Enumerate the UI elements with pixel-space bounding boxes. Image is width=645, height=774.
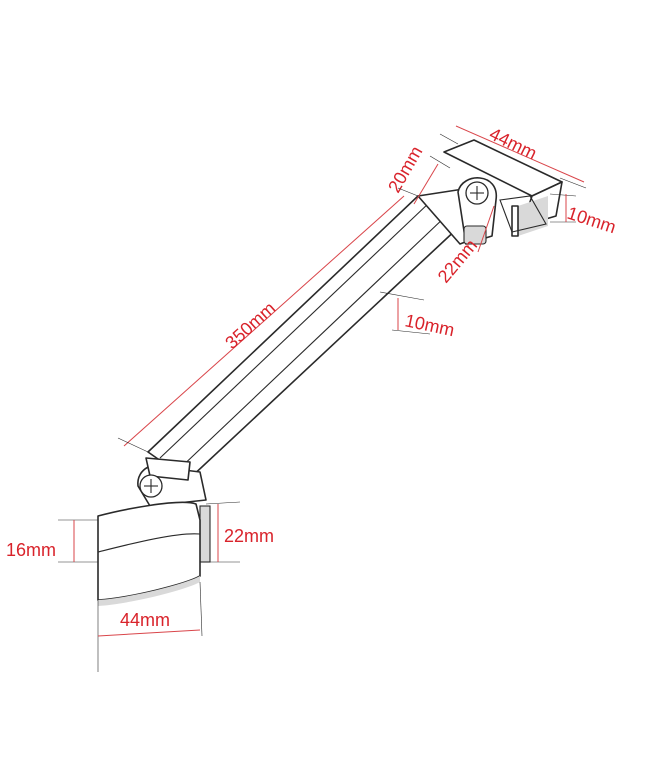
dim-top-mount-thickness: 10mm: [549, 193, 619, 237]
dim-bottom-clamp-height: 22mm: [205, 501, 274, 563]
main-bar: [147, 195, 461, 481]
bottom-screw-icon: [139, 474, 163, 498]
dim-bar-length: 350mm: [117, 187, 419, 453]
top-wall-mount: [443, 139, 563, 237]
bottom-clamp-height-label: 22mm: [224, 526, 274, 546]
bottom-plate-height-label: 16mm: [6, 540, 56, 560]
dim-bottom-plate-width: 44mm: [97, 581, 203, 672]
dim-bottom-plate-height: 16mm: [6, 519, 98, 563]
top-mount-depth-label: 20mm: [384, 143, 426, 196]
dim-bar-thickness: 10mm: [379, 291, 456, 340]
top-mount-thickness-label: 10mm: [565, 203, 619, 237]
bottom-plate-width-label: 44mm: [120, 610, 170, 630]
top-screw-icon: [465, 181, 489, 205]
bottom-plate: [97, 501, 201, 606]
bar-thickness-label: 10mm: [403, 310, 456, 340]
